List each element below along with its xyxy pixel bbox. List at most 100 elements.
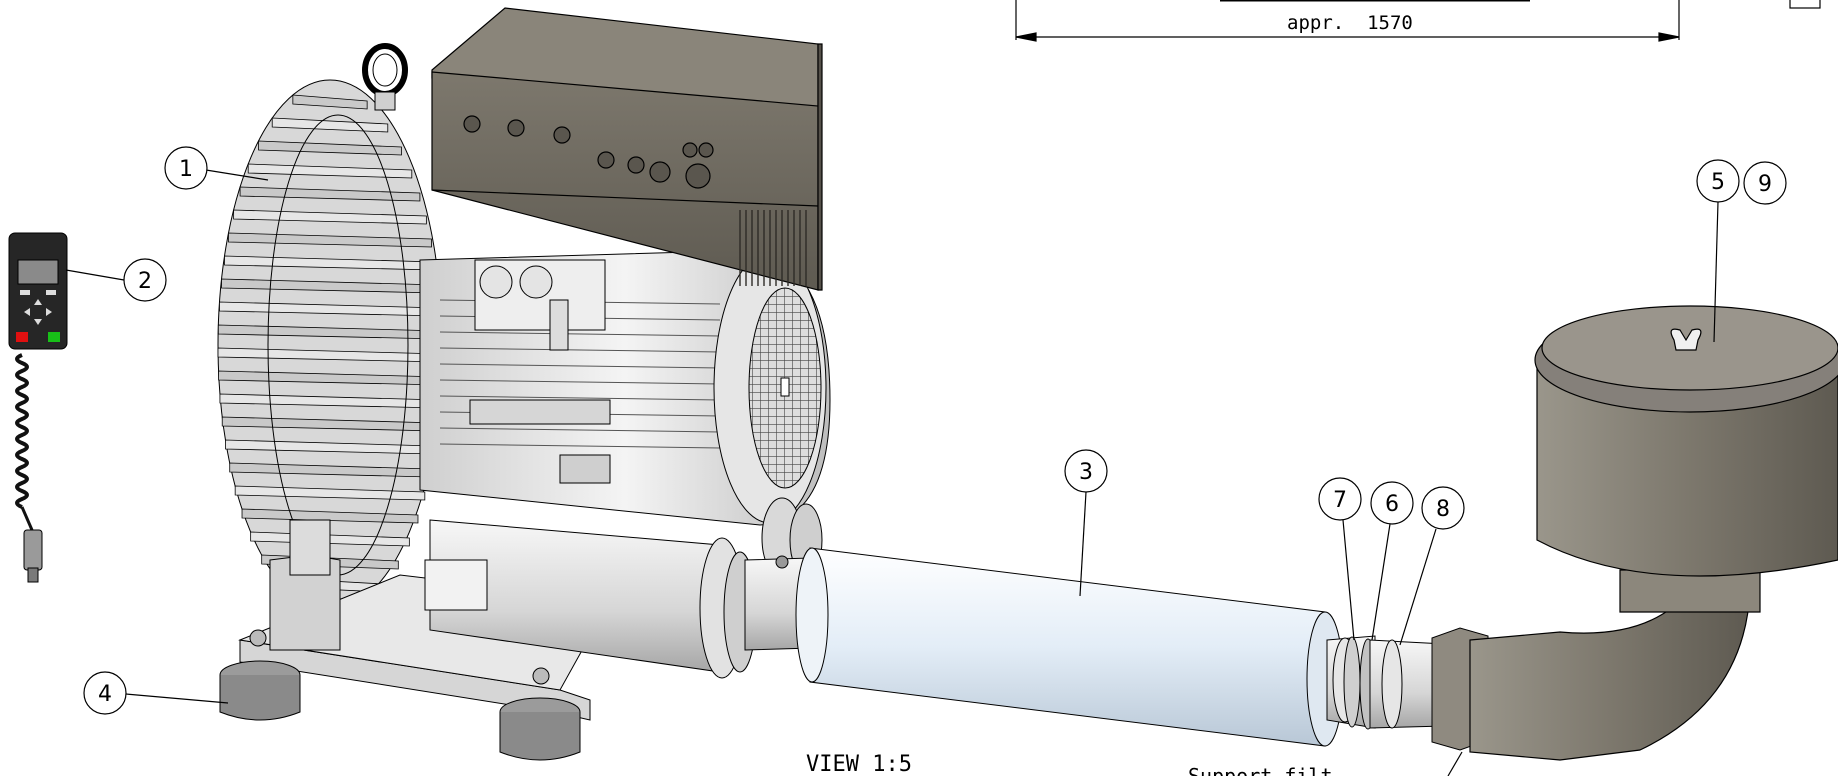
inverter-gland-6 xyxy=(685,163,711,189)
keypad-soft-key-right xyxy=(46,290,56,295)
inverter-heatsink xyxy=(739,210,807,286)
callout-2-circle xyxy=(123,258,167,302)
suction-pipe xyxy=(795,547,1376,747)
leader-4 xyxy=(125,693,229,704)
callout-5-label: 5 xyxy=(1711,170,1725,195)
terminal-gland-2 xyxy=(519,265,553,299)
leader-support-filter xyxy=(1447,751,1463,776)
keypad-connector xyxy=(23,529,43,571)
frequency-inverter xyxy=(431,7,823,291)
base-bolt-left xyxy=(249,629,267,647)
silencer-label xyxy=(424,559,488,611)
inverter-side xyxy=(817,43,823,291)
keypad-controller xyxy=(8,232,68,583)
terminal-gland-1 xyxy=(479,265,513,299)
leader-3 xyxy=(1079,491,1087,597)
callout-8-label: 8 xyxy=(1436,497,1450,522)
cooling-fin xyxy=(292,94,368,110)
callout-9-label: 9 xyxy=(1758,172,1772,197)
dimension-label: appr. 1570 xyxy=(1287,12,1413,34)
filter-canister xyxy=(1536,359,1838,577)
keypad-body xyxy=(8,232,68,350)
callout-3-circle xyxy=(1064,449,1108,493)
lifting-eye xyxy=(362,43,408,111)
inverter-gland-4 xyxy=(682,142,698,158)
inverter-gland-3 xyxy=(649,161,671,183)
base-upright-right xyxy=(289,519,331,576)
callouts xyxy=(65,146,1787,776)
keypad-coiled-cable xyxy=(15,353,29,509)
leader-8 xyxy=(1399,528,1437,646)
motor-fin xyxy=(439,395,721,401)
callout-7-circle xyxy=(1318,477,1362,521)
callout-6-label: 6 xyxy=(1385,492,1399,517)
inverter-gland-2 xyxy=(627,156,645,174)
pipe-connection xyxy=(1343,627,1489,751)
callout-7-label: 7 xyxy=(1333,488,1347,513)
partial-note: Support filt xyxy=(1188,764,1333,776)
keypad-nav-down xyxy=(34,319,42,325)
inverter-seam xyxy=(431,189,819,207)
lifting-eye-stem xyxy=(374,91,396,111)
elbow-pipe xyxy=(1469,589,1751,761)
clamp-screw xyxy=(775,555,789,569)
motor-fin xyxy=(439,331,721,337)
cooling-fin xyxy=(234,485,426,501)
keypad-soft-key-left xyxy=(20,290,30,295)
cooling-fin xyxy=(233,209,427,225)
leader-2 xyxy=(65,269,125,281)
cooling-fins xyxy=(217,94,443,593)
motor-fan-hub xyxy=(780,377,790,397)
terminal-bar xyxy=(549,299,569,351)
hose-clamp-7 xyxy=(1343,636,1361,728)
callout-2-label: 2 xyxy=(138,269,152,294)
motor-fin xyxy=(439,363,721,369)
inverter-gland-5 xyxy=(698,142,714,158)
keypad-connector-tip xyxy=(27,567,39,583)
motor-foot-plate xyxy=(559,454,611,484)
outlet-silencer xyxy=(424,497,823,679)
leader-6 xyxy=(1371,523,1391,641)
motor-fin xyxy=(439,427,721,433)
keypad-stop-key xyxy=(16,332,28,342)
keypad-nav-left xyxy=(24,308,30,316)
cooling-fin xyxy=(247,163,413,179)
cooling-fin xyxy=(228,232,432,248)
leader-5 xyxy=(1713,201,1719,343)
callout-labels: 1 2 3 4 5 9 7 6 8 xyxy=(98,157,1772,707)
callout-5-circle xyxy=(1696,159,1740,203)
cooling-fin xyxy=(239,186,421,202)
callout-6-circle xyxy=(1370,481,1414,525)
motor-fin xyxy=(439,379,721,385)
leader-1 xyxy=(205,169,269,181)
rubber-foot-left xyxy=(219,675,301,721)
frame-corner xyxy=(1789,0,1821,9)
suction-filter xyxy=(1469,305,1838,761)
view-label: VIEW 1:5 xyxy=(806,752,912,776)
dimension-group xyxy=(1015,0,1821,42)
pipe-inlet-end xyxy=(795,547,829,683)
dimension-arrow-left xyxy=(1015,32,1037,42)
motor-fin xyxy=(439,347,721,353)
cooling-fin xyxy=(241,508,419,524)
keypad-display xyxy=(17,259,59,285)
hose-nipple-8 xyxy=(1381,639,1403,729)
dimension-arrow-right xyxy=(1658,32,1680,42)
callout-4-circle xyxy=(83,671,127,715)
pipe-body xyxy=(809,547,1326,747)
cooling-fin xyxy=(271,117,389,133)
inverter-indicator-3 xyxy=(553,126,571,144)
inverter-gland-1 xyxy=(597,151,615,169)
motor xyxy=(419,249,831,526)
inverter-indicator-2 xyxy=(507,119,525,137)
rubber-foot-right xyxy=(499,712,581,761)
blower-housing xyxy=(217,79,443,611)
callout-4-label: 4 xyxy=(98,682,112,707)
callout-1-label: 1 xyxy=(179,157,193,182)
lifting-eye-inner xyxy=(372,53,398,87)
keypad-start-key xyxy=(48,332,60,342)
motor-nameplate xyxy=(469,399,611,425)
base-bolt-right xyxy=(532,667,550,685)
leader-7 xyxy=(1342,519,1355,641)
keypad-nav-right xyxy=(46,308,52,316)
